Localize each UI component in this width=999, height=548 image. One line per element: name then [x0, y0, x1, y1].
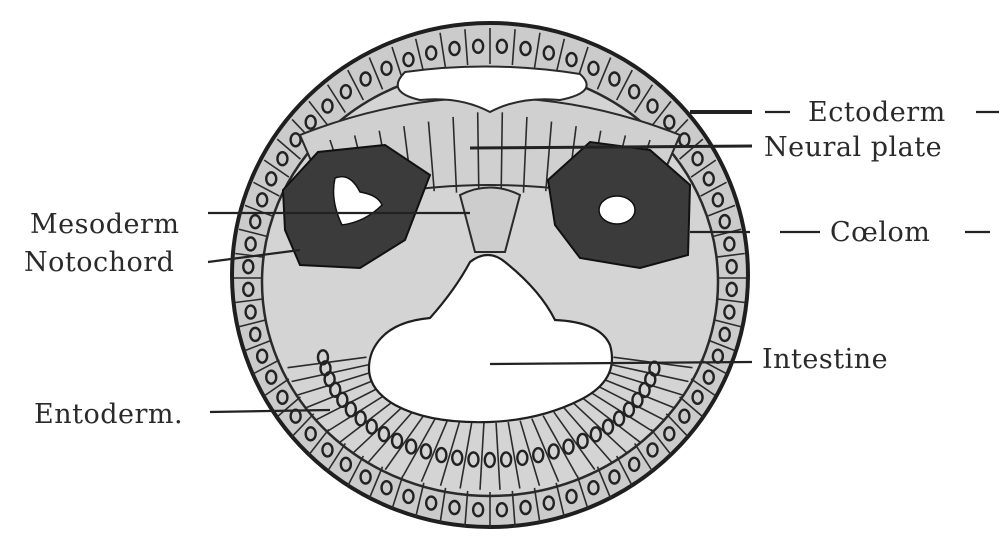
label-notochord: Notochord [24, 247, 174, 278]
coelom-cavity-right [599, 196, 635, 224]
label-neural-plate: Neural plate [764, 132, 942, 163]
label-intestine: Intestine [762, 344, 888, 375]
label-entoderm: Entoderm. [34, 399, 183, 430]
label-ectoderm: Ectoderm [808, 97, 946, 128]
label-mesoderm: Mesoderm [30, 209, 180, 240]
label-coelom: Cœlom [830, 217, 930, 248]
leader-neural-plate [470, 146, 752, 148]
